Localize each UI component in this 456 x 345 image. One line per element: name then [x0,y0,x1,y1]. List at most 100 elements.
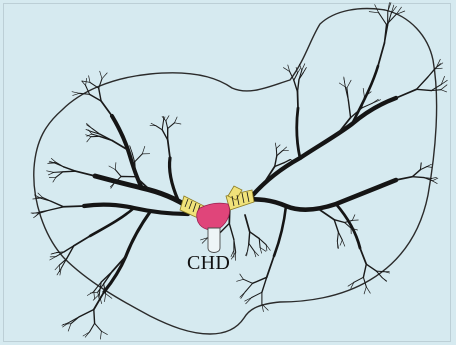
duct-branch [79,310,94,317]
duct-branch [100,71,102,79]
duct-branch [142,146,145,154]
duct-branch [51,201,64,207]
main-duct-trunks [84,66,396,292]
duct-branch [51,158,55,162]
duct-branch [72,92,80,94]
duct-branch [61,259,66,269]
duct-branch [250,232,260,239]
duct-branch [427,164,432,166]
duct-branch [99,79,102,89]
liver-outline [34,9,437,334]
duct-branch [342,240,345,246]
duct-branch [417,77,428,89]
duct-branch [94,310,95,324]
duct-branch [427,167,432,168]
duct-branch [275,156,277,167]
duct-branch [73,93,80,95]
duct-branch [441,85,447,90]
duct-branch [135,162,136,177]
duct-branch [156,126,162,130]
duct-branch [363,264,366,277]
duct-branch [302,64,305,71]
duct-branch [89,76,90,83]
duct-branch [68,324,71,331]
duct-branch [240,274,244,279]
duct-branch [267,256,274,277]
duct-branch [366,287,370,293]
duct-branch [432,178,438,181]
duct-branch [95,323,102,331]
duct-branch [252,292,262,297]
duct-branch [382,278,386,282]
duct-branch [166,121,168,129]
duct-branch [276,149,277,156]
duct-branch [90,82,99,88]
duct-branch [369,12,379,13]
duct-branch [364,287,366,294]
duct-branch [237,279,244,281]
duct-branch [275,163,285,167]
duct-branch [334,220,344,223]
duct-branch [64,206,84,207]
duct-branch [379,13,387,25]
duct-branch [340,240,342,245]
duct-branch [412,177,424,178]
duct-branch [360,248,366,264]
duct-branch [74,236,90,246]
duct-branch [33,198,41,199]
duct-branch [249,243,254,251]
duct-branch [396,177,412,180]
duct-branch [298,92,299,108]
duct-branch [151,123,156,125]
duct-branch [166,116,169,121]
duct-branch [38,193,42,197]
duct-branch [337,241,338,248]
duct-branch [334,220,338,232]
duct-branch [87,137,91,142]
duct-branch [420,167,426,170]
duct-branch [249,232,250,244]
duct-branch [105,294,106,302]
duct-branch [57,252,65,253]
duct-branch [420,163,421,170]
duct-branch [366,264,376,271]
duct-branch [48,172,53,175]
duct-branch [53,177,56,182]
duct-branch [376,271,384,272]
common-hepatic-duct [208,228,220,253]
duct-branch [348,101,350,118]
duct-branch [352,215,355,221]
duct-branch [47,171,54,173]
duct-branch [303,68,306,73]
duct-branch [276,145,280,149]
duct-branch [298,79,300,91]
duct-branch [246,298,252,304]
duct-branch [363,88,364,97]
duct-branch [109,166,115,170]
duct-branch [294,80,298,92]
duct-branch [115,170,121,177]
duct-branch [101,331,107,334]
duct-branch [55,163,64,167]
duct-branch [320,210,334,220]
duct-branch [80,93,90,94]
duct-branch [417,89,432,90]
duct-branch [245,298,252,302]
duct-branch [63,171,76,172]
duct-branch [175,123,181,124]
duct-branch [384,272,389,273]
duct-branch [412,170,420,177]
duct-branch [162,122,163,130]
duct-branch [441,90,447,92]
duct-branch [298,69,301,74]
duct-branch [101,101,112,116]
duct-branch [432,177,437,178]
duct-branch [432,181,437,184]
duct-branch [168,140,170,158]
duct-branch [243,279,252,283]
duct-branch [55,265,59,270]
duct-branch [175,117,178,123]
duct-branch [245,283,252,292]
